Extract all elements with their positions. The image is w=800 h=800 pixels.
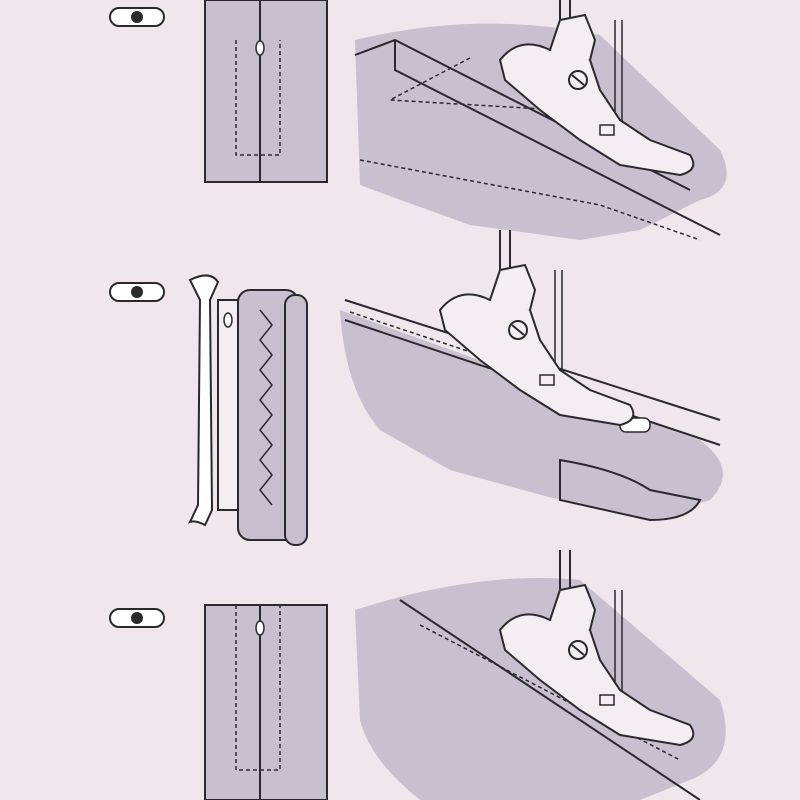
zipper-closed-seam-diagram [204, 0, 328, 183]
zipper-open-zigzag-diagram [188, 274, 308, 546]
zipper-pull-icon [223, 312, 233, 328]
step-1 [109, 0, 727, 241]
needle-position-icon [109, 608, 165, 628]
zipper-closed-seam-diagram [204, 604, 328, 800]
zipper-pull-icon [255, 620, 265, 636]
zipper-foot-basting-illustration [354, 0, 727, 241]
zipper-foot-along-teeth-illustration [340, 229, 723, 522]
needle-position-icon [109, 282, 165, 302]
step-2 [109, 229, 723, 546]
needle-position-icon [109, 7, 165, 27]
zipper-foot-topstitch-illustration [355, 549, 726, 800]
step-3 [109, 549, 726, 800]
zipper-pull-icon [255, 40, 265, 56]
